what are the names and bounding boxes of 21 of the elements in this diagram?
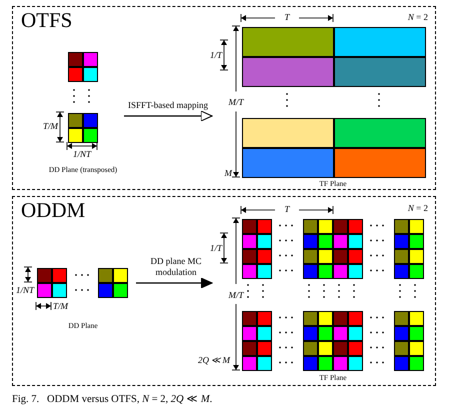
math-label: M/T — [227, 97, 245, 107]
arrow — [124, 110, 212, 122]
math-label: T/M — [53, 301, 70, 311]
math-label: 2Q ≪ M — [197, 355, 230, 365]
math-label: M — [224, 168, 232, 178]
dashed-panel — [12, 6, 436, 190]
math-label: 1/T — [208, 243, 222, 253]
math-label: N = 2 — [406, 203, 428, 213]
math-label: N = 2 — [406, 12, 428, 22]
math-label: 1/NT — [72, 149, 92, 159]
math-label: T/M — [42, 121, 58, 131]
panel-title: OTFS — [21, 8, 72, 32]
math-label: M/T — [227, 290, 245, 300]
math-label: T — [283, 12, 291, 22]
panel-title: ODDM — [21, 198, 86, 222]
dashed-panel — [12, 196, 436, 386]
arrow — [136, 278, 212, 288]
math-label: 1/NT — [14, 285, 36, 295]
figure-caption: Fig. 7. ODDM versus OTFS, N = 2, 2Q ≪ M. — [12, 393, 214, 405]
math-label: 1/T — [208, 50, 222, 60]
math-label: T — [283, 204, 291, 214]
